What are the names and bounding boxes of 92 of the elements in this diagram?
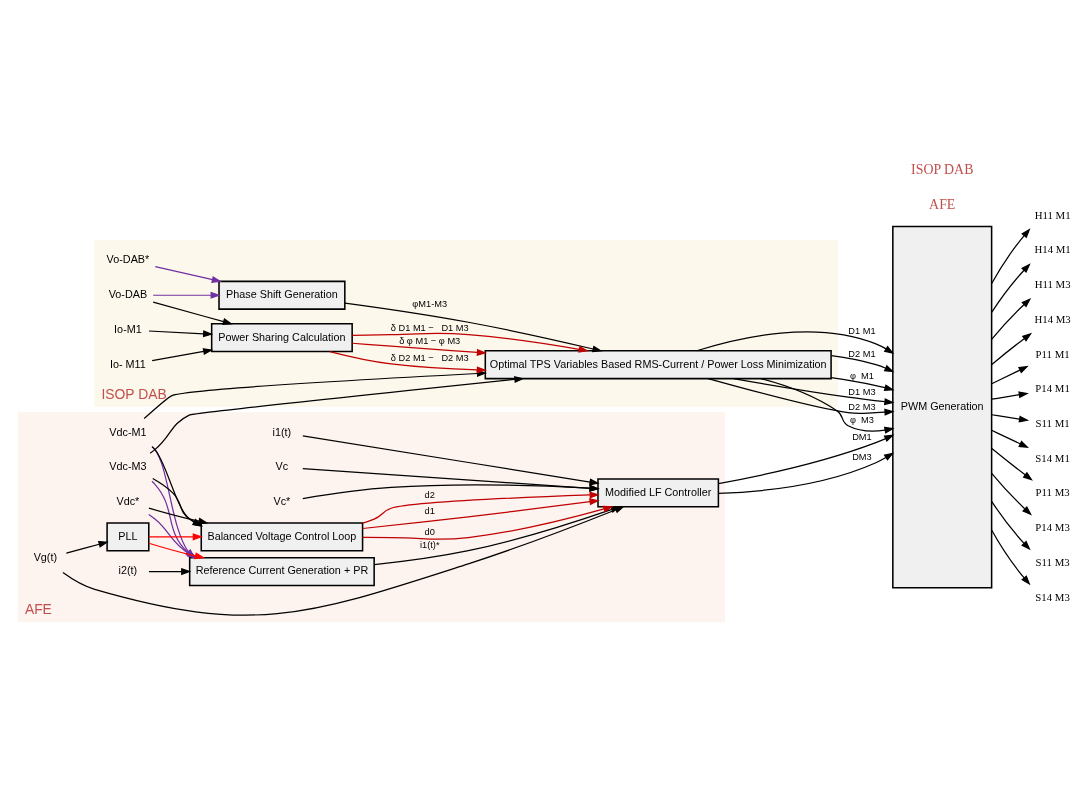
arrow xyxy=(707,378,895,416)
node-box: Modified LF Controller xyxy=(597,478,720,508)
arrow xyxy=(151,348,214,362)
edge-label: φM1-M3 xyxy=(412,299,448,310)
label: ISOP DAB xyxy=(911,162,974,178)
edge-label: φ M1 xyxy=(849,371,874,382)
node-text: S14 M3 xyxy=(1035,590,1070,603)
node-text: Io-M1 xyxy=(114,322,142,335)
edge-label: D2 M1 xyxy=(848,348,876,359)
edge-label: D2 M3 xyxy=(848,401,876,412)
arrow xyxy=(148,568,192,576)
arrow xyxy=(991,365,1029,385)
edge-label: δ φ M1 − φ M3 xyxy=(399,335,461,346)
node-text: Vdc-M3 xyxy=(109,460,147,473)
arrow xyxy=(351,342,487,356)
arrow xyxy=(148,533,203,541)
edge-label: i1(t)* xyxy=(419,540,440,551)
arrow xyxy=(344,302,603,353)
edge-label: D1 M1 xyxy=(848,326,876,337)
node-text: Vo-DAB xyxy=(108,288,148,301)
arrow xyxy=(717,452,895,495)
arrow xyxy=(991,263,1031,313)
node-text: Vg(t) xyxy=(33,551,58,564)
edge-label: D1 M3 xyxy=(848,386,876,397)
node-text: Vdc* xyxy=(116,494,140,507)
edge-label: DM1 xyxy=(852,432,872,443)
node-box: Reference Current Generation + PR xyxy=(188,556,375,587)
arrow xyxy=(65,540,109,554)
edge-label: δ D2 M1 − D2 M3 xyxy=(390,353,469,364)
node-text: Vo-DAB* xyxy=(106,253,150,266)
arrow xyxy=(149,375,525,454)
node-text: P11 M1 xyxy=(1035,347,1070,360)
arrow xyxy=(991,297,1032,341)
edge-label: φ M3 xyxy=(849,415,874,426)
node-box: Power Sharing Calculation xyxy=(210,323,353,353)
label: AFE xyxy=(929,197,956,213)
arrow xyxy=(830,355,895,373)
arrow xyxy=(991,529,1031,586)
arrow xyxy=(991,429,1029,449)
node-text: Vdc-M1 xyxy=(109,425,147,438)
node-text: Io- M11 xyxy=(110,357,146,370)
node-text: P14 M3 xyxy=(1035,521,1070,534)
arrow xyxy=(154,265,222,283)
arrow xyxy=(991,414,1030,423)
node-box: PLL xyxy=(106,522,150,552)
arrow xyxy=(362,491,600,524)
edge-label: d2 xyxy=(424,489,435,500)
node-box: Phase Shift Generation xyxy=(218,280,346,310)
arrow xyxy=(351,332,589,353)
node-box: PWM Generation xyxy=(892,225,993,589)
arrow xyxy=(302,484,600,500)
node-text: P11 M3 xyxy=(1035,486,1070,499)
arrow xyxy=(696,331,895,355)
arrow xyxy=(152,291,221,299)
arrow xyxy=(362,505,614,540)
node-text: S11 M1 xyxy=(1035,417,1070,429)
edge-label: d0 xyxy=(424,526,435,537)
arrow xyxy=(991,332,1033,366)
arrow xyxy=(148,507,209,525)
arrow xyxy=(991,472,1032,516)
node-text: S11 M3 xyxy=(1035,555,1070,568)
arrow xyxy=(152,301,233,325)
node-text: H11 M3 xyxy=(1034,278,1071,291)
arrow xyxy=(991,391,1029,400)
arrow xyxy=(991,447,1033,481)
arrow xyxy=(732,378,895,406)
arrow xyxy=(717,434,895,485)
node-text: Vc* xyxy=(273,494,291,507)
edge-label: DM3 xyxy=(852,452,872,463)
node-text: i2(t) xyxy=(118,564,138,577)
arrow xyxy=(991,228,1031,285)
arrow xyxy=(991,500,1031,551)
edge-label: δ D1 M1 − D1 M3 xyxy=(390,323,469,334)
arrow xyxy=(362,498,600,530)
arrow xyxy=(148,330,214,338)
node-text: H14 M3 xyxy=(1034,312,1071,325)
edge-label: d1 xyxy=(424,506,435,517)
node-text: H14 M1 xyxy=(1034,243,1071,256)
node-text: H11 M1 xyxy=(1034,208,1071,221)
node-box: Optimal TPS Variables Based RMS-Current / Power Loss Minimization xyxy=(484,350,832,380)
node-text: Vc xyxy=(275,460,289,473)
arrow xyxy=(329,351,487,374)
node-box: Balanced Voltage Control Loop xyxy=(200,522,364,552)
arrow xyxy=(302,468,600,492)
node-text: P14 M1 xyxy=(1035,382,1070,395)
arrow xyxy=(760,378,895,434)
node-text: S14 M1 xyxy=(1035,451,1070,464)
arrow xyxy=(830,377,895,392)
arrow xyxy=(302,435,600,486)
arrow xyxy=(152,477,203,527)
node-text: i1(t) xyxy=(272,425,292,438)
arrow xyxy=(151,445,203,527)
